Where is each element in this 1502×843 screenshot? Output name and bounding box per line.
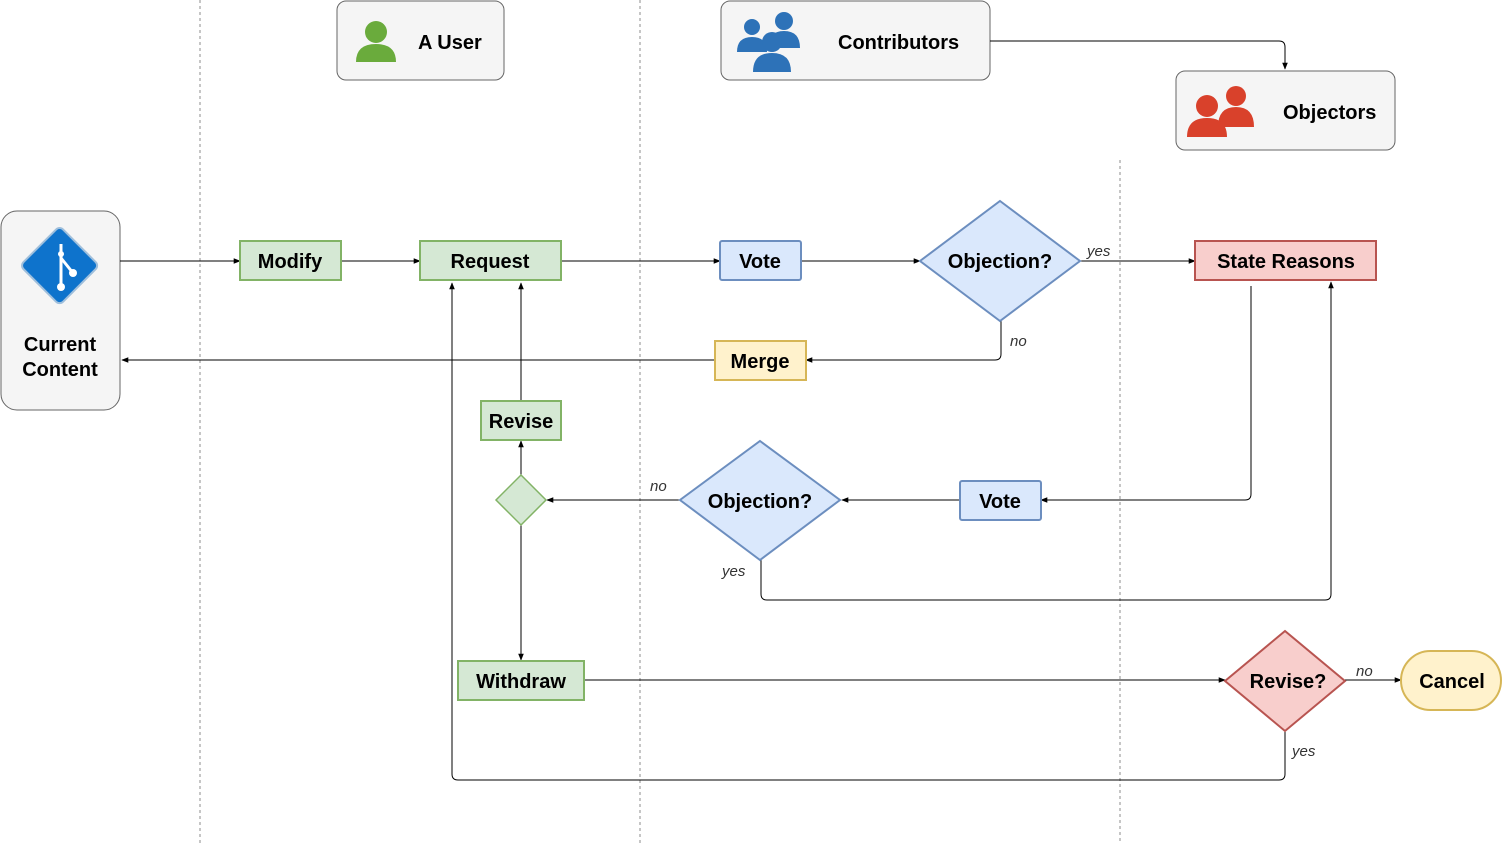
role-user: A User [336,0,505,81]
edge-reviseq-request [449,282,1286,781]
role-objectors-label: Objectors [1283,102,1376,124]
modify-label: Modify [258,251,323,273]
role-user-label: A User [418,32,482,54]
cancel-node[interactable]: Cancel [1400,650,1502,711]
revise-label: Revise [489,411,554,433]
edges [120,40,1402,781]
objection-decision-2[interactable]: Objection? [678,439,842,562]
edge-objection2-statereasons [760,281,1334,601]
user-icon [356,21,396,62]
cancel-label: Cancel [1419,671,1485,693]
request-node[interactable]: Request [419,240,562,281]
current-content-label-line1: Current [24,334,97,356]
objection-decision-1[interactable]: Objection? [918,199,1082,323]
edge-label-yes-2: yes [721,563,746,580]
role-objectors: Objectors [1175,70,1396,151]
edge-label-no-2: no [650,478,667,495]
user-choice-decision[interactable] [494,473,548,527]
withdraw-node[interactable]: Withdraw [457,660,585,701]
contributors-group-icon [737,12,800,72]
objection-label-1: Objection? [948,251,1052,273]
request-label: Request [451,251,530,273]
objection-label-2: Objection? [708,491,812,513]
edge-objection-merge [805,321,1002,363]
state-reasons-node[interactable]: State Reasons [1194,240,1377,281]
vote-node-1[interactable]: Vote [719,240,802,281]
revise-question-decision[interactable]: Revise? [1223,629,1347,733]
edge-contributors-objectors [990,40,1288,70]
modify-node[interactable]: Modify [239,240,342,281]
state-reasons-label: State Reasons [1217,251,1355,273]
current-content-node[interactable]: Current Content [0,210,121,411]
merge-node[interactable]: Merge [714,340,807,381]
edge-label-yes-3: yes [1291,743,1316,760]
revise-node[interactable]: Revise [480,400,562,441]
withdraw-label: Withdraw [476,671,566,693]
vote-node-2[interactable]: Vote [959,480,1042,521]
objectors-group-icon [1187,86,1254,137]
edge-label-no-1: no [1010,333,1027,350]
edge-statereasons-vote2 [1040,286,1252,503]
revise-question-label: Revise? [1250,671,1327,693]
edge-label-yes-1: yes [1086,243,1111,260]
vote-label-2: Vote [979,491,1021,513]
edge-label-no-3: no [1356,663,1373,680]
git-icon [21,227,99,305]
current-content-label-line2: Content [22,359,98,381]
merge-label: Merge [731,351,790,373]
vote-label-1: Vote [739,251,781,273]
role-contributors-label: Contributors [838,32,959,54]
role-contributors: Contributors [720,0,991,81]
